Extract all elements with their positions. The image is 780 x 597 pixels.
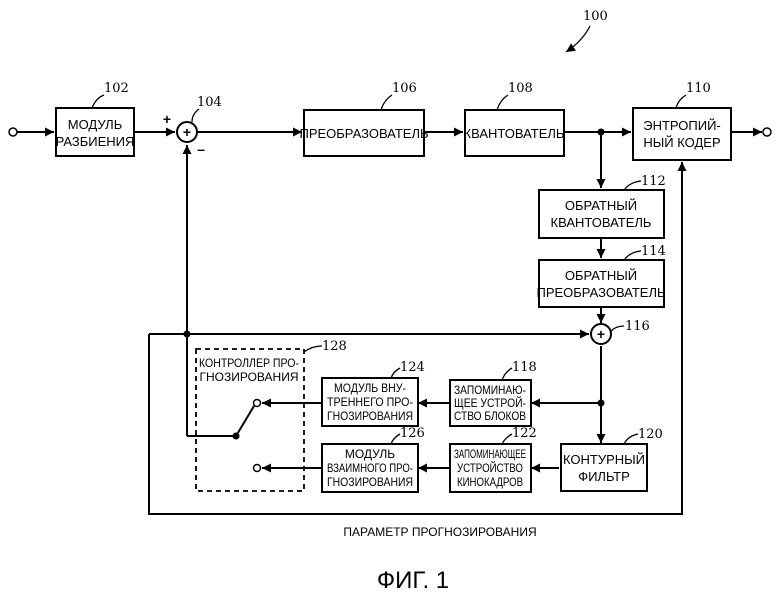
leader-120 <box>624 434 638 444</box>
block-inverse-quantizer-line-1: ОБРАТНЫЙ <box>565 198 637 213</box>
block-splitting: МОДУЛЬ РАЗБИЕНИЯ <box>56 108 135 156</box>
leader-104 <box>192 109 199 122</box>
ref-108: 108 <box>508 81 533 96</box>
block-block-memory: ЗАПОМИНАЮ- ЩЕЕ УСТРОЙ- СТВО БЛОКОВ <box>450 380 531 426</box>
input-terminal <box>9 128 17 136</box>
leader-116 <box>611 326 624 331</box>
ref-120: 120 <box>638 427 663 442</box>
block-loop-filter-line-2: ФИЛЬТР <box>578 469 630 484</box>
block-frame-memory-line-1: ЗАПОМИНАЮЩЕЕ <box>454 447 526 461</box>
block-transformer-line-1: ПРЕОБРАЗОВАТЕЛЬ <box>299 126 428 141</box>
ref-102: 102 <box>104 81 129 96</box>
switch-lever <box>236 406 254 436</box>
block-prediction-controller-line-2: ГНОЗИРОВАНИЯ <box>199 370 298 384</box>
block-loop-filter-line-1: КОНТУРНЫЙ <box>563 452 645 467</box>
subtractor-node: + + – <box>163 111 205 157</box>
block-prediction-controller-line-1: КОНТРОЛЛЕР ПРО- <box>199 356 299 370</box>
adder-symbol: + <box>597 326 605 342</box>
leader-110 <box>676 95 686 108</box>
adder-node: + <box>591 324 611 344</box>
leader-126 <box>391 434 400 444</box>
block-quantizer: КВАНТОВАТЕЛЬ <box>464 110 565 156</box>
ref-124: 124 <box>400 360 425 375</box>
block-frame-memory: ЗАПОМИНАЮЩЕЕ УСТРОЙСТВО КИНОКАДРОВ <box>450 444 531 492</box>
block-block-memory-line-1: ЗАПОМИНАЮ- <box>454 383 526 397</box>
diagram-ref-pointer <box>566 26 590 52</box>
block-block-memory-line-2: ЩЕЕ УСТРОЙ- <box>454 395 526 410</box>
switch-contact-inter <box>254 465 261 472</box>
subtractor-plus-sign: + <box>163 111 171 127</box>
block-inter-prediction-line-3: ГНОЗИРОВАНИЯ <box>327 475 413 489</box>
output-terminal <box>763 128 771 136</box>
block-intra-prediction: МОДУЛЬ ВНУ- ТРЕННЕГО ПРО- ГНОЗИРОВАНИЯ <box>322 378 418 426</box>
block-entropy-coder-line-2: НЫЙ КОДЕР <box>643 135 720 150</box>
prediction-parameter-label: ПАРАМЕТР ПРОГНОЗИРОВАНИЯ <box>343 525 536 539</box>
diagram-ref-label: 100 <box>583 9 608 24</box>
subtractor-minus-sign: – <box>197 141 205 157</box>
block-inter-prediction-line-2: ВЗАИМНОГО ПРО- <box>327 461 413 475</box>
leader-118 <box>502 368 512 380</box>
ref-126: 126 <box>400 426 425 441</box>
leader-128 <box>304 346 322 352</box>
ref-118: 118 <box>512 360 537 375</box>
block-entropy-coder-line-1: ЭНТРОПИЙ- <box>643 118 721 133</box>
block-inverse-quantizer: ОБРАТНЫЙ КВАНТОВАТЕЛЬ <box>539 190 664 238</box>
block-frame-memory-line-2: УСТРОЙСТВО <box>457 460 523 475</box>
leader-124 <box>391 368 400 378</box>
ref-110: 110 <box>686 81 711 96</box>
block-inverse-quantizer-line-2: КВАНТОВАТЕЛЬ <box>551 215 652 230</box>
figure-caption: ФИГ. 1 <box>377 567 449 594</box>
leader-108 <box>497 95 508 110</box>
block-splitting-line-1: МОДУЛЬ <box>68 117 123 132</box>
ref-122: 122 <box>512 426 537 441</box>
leader-102 <box>92 95 104 108</box>
block-transformer: ПРЕОБРАЗОВАТЕЛЬ <box>299 110 428 156</box>
block-inter-prediction-line-1: МОДУЛЬ <box>345 447 395 461</box>
leader-122 <box>502 434 512 444</box>
block-inverse-transformer-line-1: ОБРАТНЫЙ <box>565 268 637 283</box>
block-inverse-transformer-line-2: ПРЕОБРАЗОВАТЕЛЬ <box>536 285 665 300</box>
block-entropy-coder: ЭНТРОПИЙ- НЫЙ КОДЕР <box>633 108 731 160</box>
ref-116: 116 <box>625 319 650 334</box>
block-loop-filter: КОНТУРНЫЙ ФИЛЬТР <box>561 444 647 491</box>
block-quantizer-line-1: КВАНТОВАТЕЛЬ <box>464 126 565 141</box>
subtractor-symbol: + <box>183 124 191 140</box>
leader-112 <box>624 181 641 190</box>
block-inverse-transformer: ОБРАТНЫЙ ПРЕОБРАЗОВАТЕЛЬ <box>536 260 665 307</box>
switch-contact-intra <box>254 400 261 407</box>
block-intra-prediction-line-1: МОДУЛЬ ВНУ- <box>334 381 406 395</box>
block-prediction-controller: КОНТРОЛЛЕР ПРО- ГНОЗИРОВАНИЯ <box>196 349 304 491</box>
block-inter-prediction: МОДУЛЬ ВЗАИМНОГО ПРО- ГНОЗИРОВАНИЯ <box>322 444 418 492</box>
leader-106 <box>381 95 392 110</box>
block-splitting-line-2: РАЗБИЕНИЯ <box>56 134 135 149</box>
leader-114 <box>624 251 641 260</box>
ref-128: 128 <box>322 339 347 354</box>
block-intra-prediction-line-3: ГНОЗИРОВАНИЯ <box>327 409 413 423</box>
ref-114: 114 <box>641 244 666 259</box>
ref-112: 112 <box>641 174 666 189</box>
ref-104: 104 <box>197 95 222 110</box>
ref-106: 106 <box>392 81 417 96</box>
block-block-memory-line-3: СТВО БЛОКОВ <box>454 409 526 423</box>
block-frame-memory-line-3: КИНОКАДРОВ <box>457 475 523 489</box>
block-intra-prediction-line-2: ТРЕННЕГО ПРО- <box>327 395 413 409</box>
